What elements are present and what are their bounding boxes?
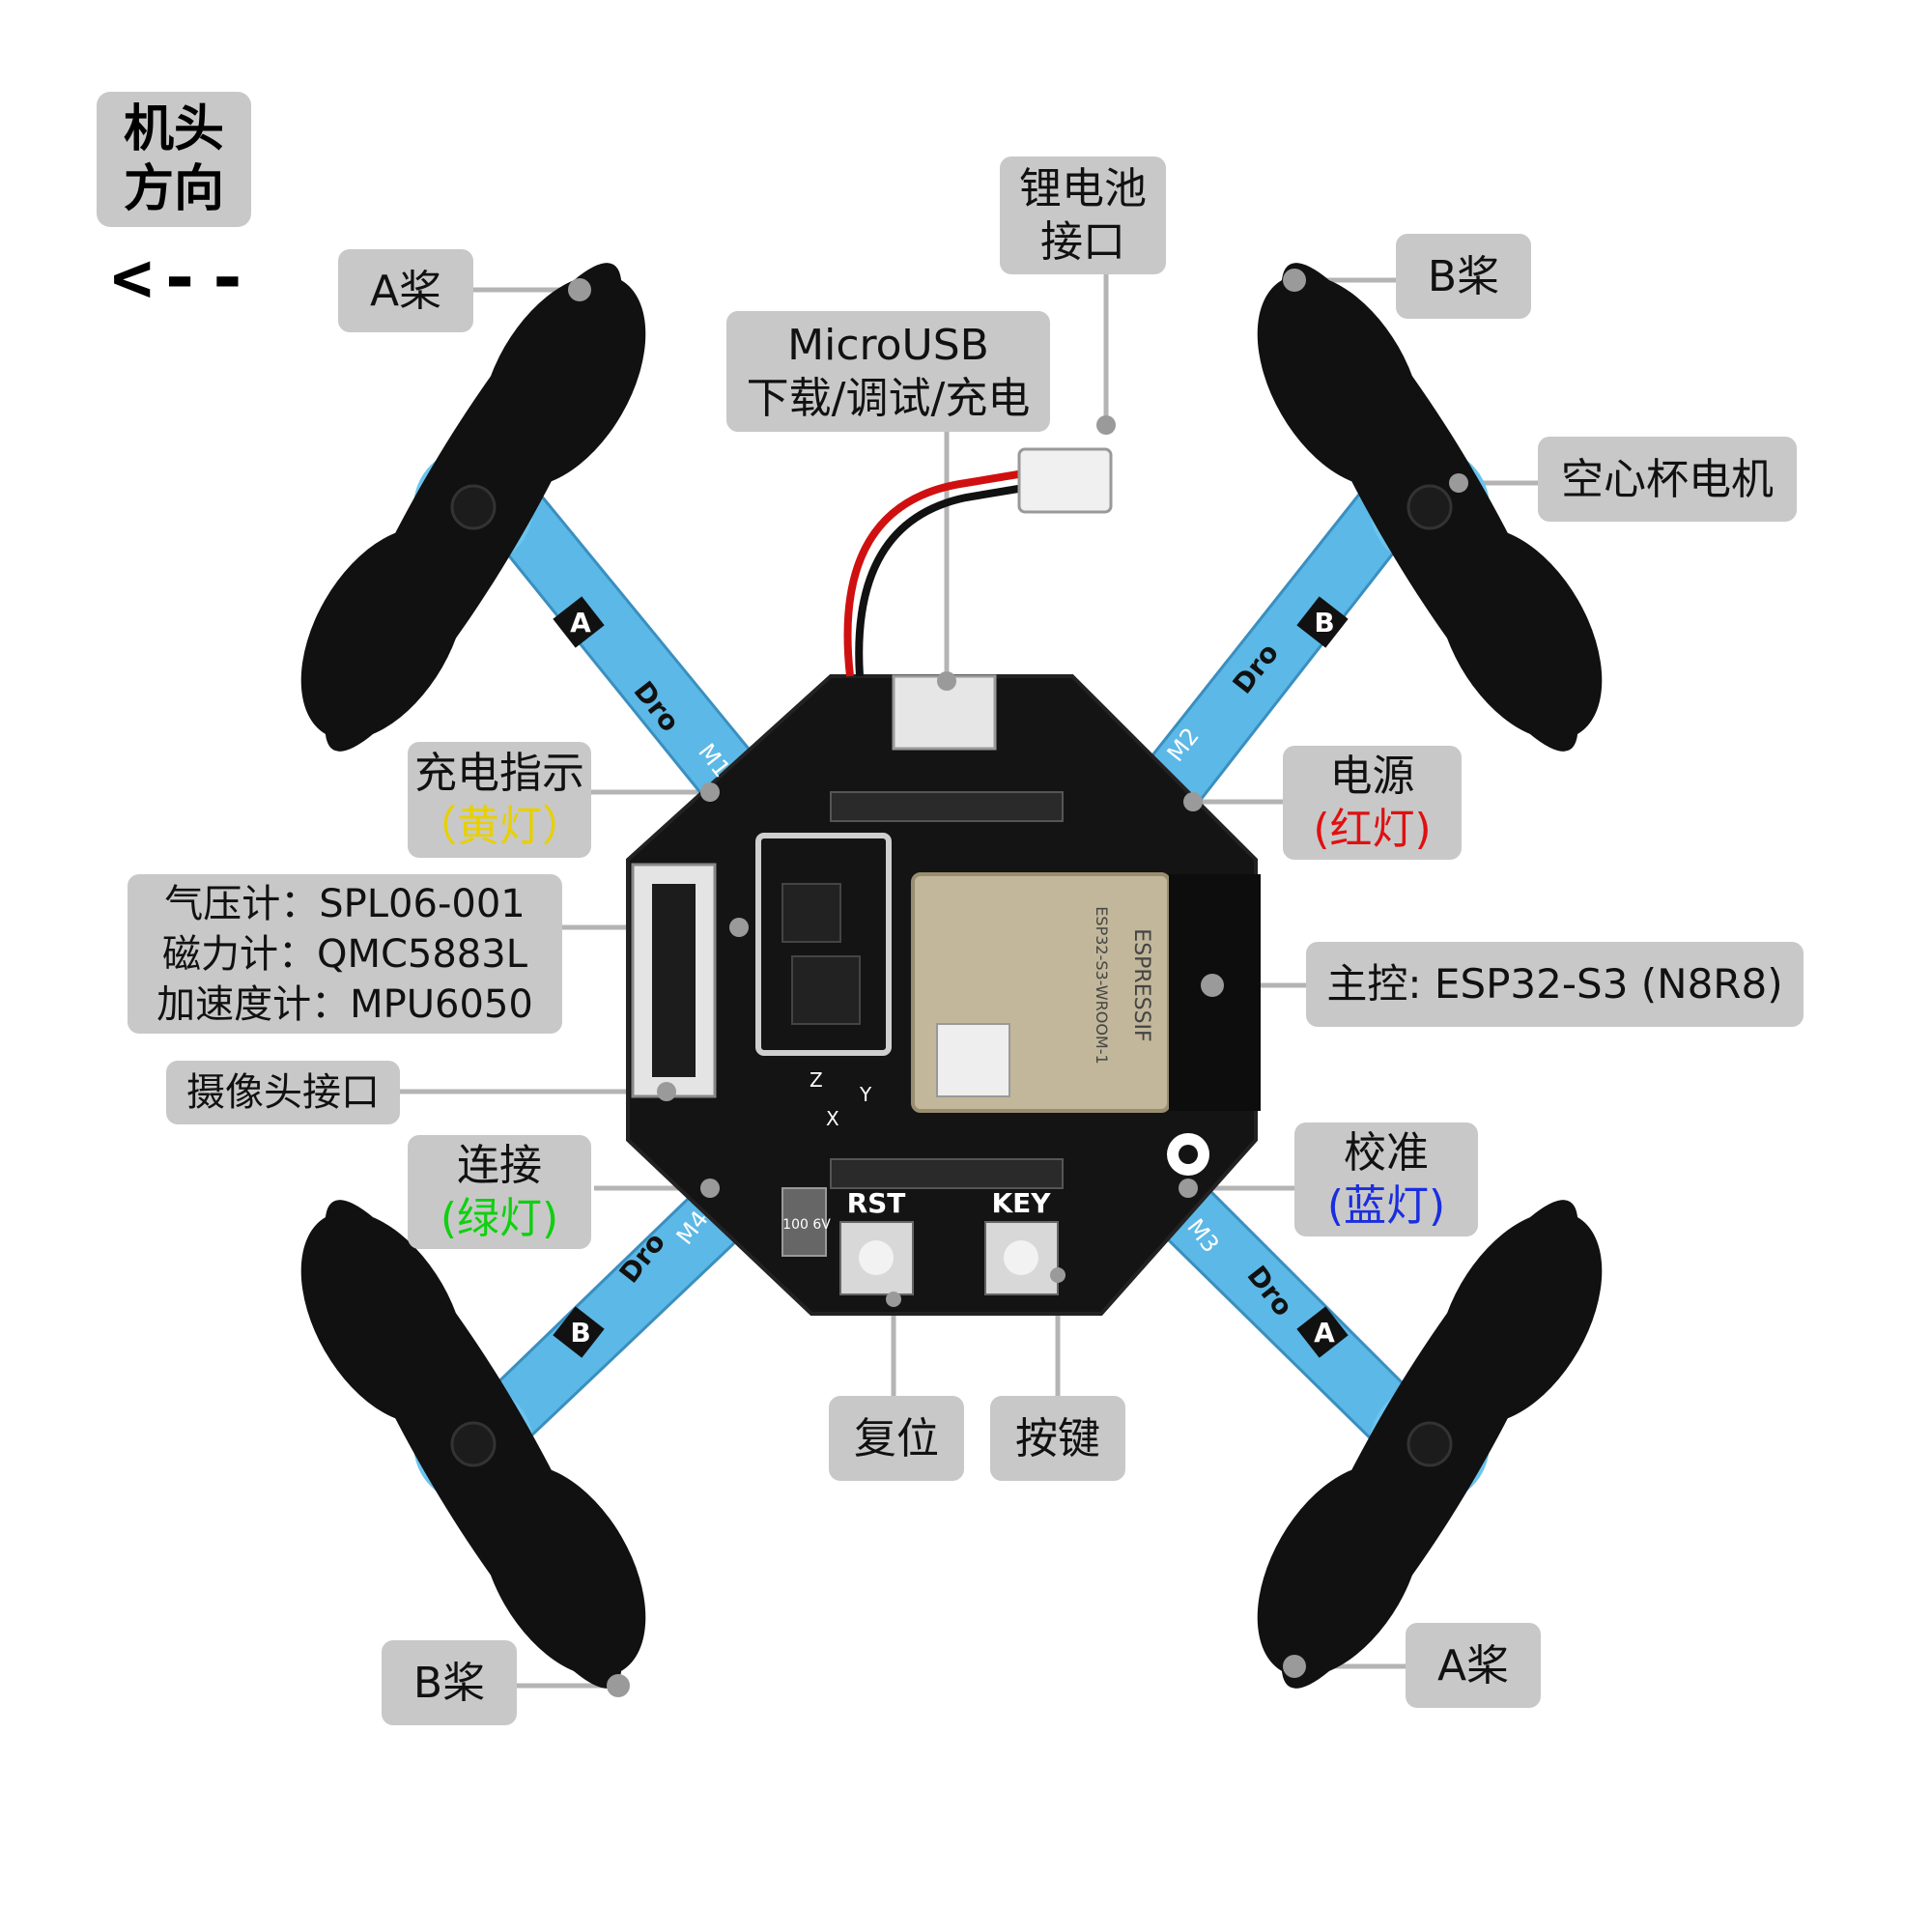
leader-dots bbox=[568, 269, 1468, 1697]
key-silkscreen: KEY bbox=[991, 1187, 1051, 1219]
label-reset: 复位 bbox=[829, 1396, 964, 1481]
sensor-area bbox=[755, 833, 892, 1056]
rst-silkscreen: RST bbox=[847, 1187, 906, 1219]
capacitor bbox=[781, 1187, 827, 1257]
axis-z-silkscreen: Z bbox=[810, 1068, 823, 1092]
label-prop-top-right: B桨 bbox=[1396, 234, 1531, 319]
label-calib-led: 校准 (蓝灯) bbox=[1294, 1122, 1478, 1236]
gear-icon bbox=[1167, 1133, 1209, 1176]
label-prop-bottom-right: A桨 bbox=[1406, 1623, 1541, 1708]
heading-line2: 方向 bbox=[123, 160, 224, 218]
label-connect-led: 连接 (绿灯) bbox=[408, 1135, 591, 1249]
propellers bbox=[300, 263, 1603, 1689]
label-key: 按键 bbox=[990, 1396, 1125, 1481]
sticker-a-bottom-right: A bbox=[1314, 1317, 1335, 1349]
axis-x-silkscreen: X bbox=[826, 1107, 839, 1130]
label-charge-led: 充电指示 （黄灯） bbox=[408, 742, 591, 858]
sticker-a-top-left: A bbox=[570, 607, 591, 639]
board-details: ESPRESSIF ESP32-S3-WROOM-1 RST KEY 100 6… bbox=[631, 447, 1261, 1295]
module-brand: ESPRESSIF bbox=[1129, 928, 1153, 1041]
sticker-b-bottom-left: B bbox=[570, 1317, 590, 1349]
label-camera-port: 摄像头接口 bbox=[166, 1061, 400, 1124]
label-power-led: 电源 (红灯) bbox=[1283, 746, 1462, 860]
heading-line1: 机头 bbox=[123, 99, 224, 158]
cap-silkscreen: 100 6V bbox=[782, 1217, 831, 1233]
battery-connector bbox=[1017, 447, 1113, 514]
sticker-b-top-right: B bbox=[1314, 607, 1334, 639]
direction-arrow: <-- bbox=[111, 237, 255, 318]
label-prop-top-left: A桨 bbox=[338, 249, 473, 332]
module-name: ESP32-S3-WROOM-1 bbox=[1093, 906, 1111, 1064]
label-battery-port: 锂电池 接口 bbox=[1000, 156, 1166, 274]
label-sensors: 气压计：SPL06-001 磁力计：QMC5883L 加速度计：MPU6050 bbox=[128, 874, 562, 1034]
label-mcu: 主控: ESP32-S3 (N8R8) bbox=[1306, 942, 1804, 1027]
axis-y-silkscreen: Y bbox=[859, 1083, 872, 1106]
heading-direction: 机头 方向 bbox=[97, 92, 251, 227]
label-microusb: MicroUSB 下载/调试/充电 bbox=[726, 311, 1050, 432]
label-motor: 空心杯电机 bbox=[1538, 437, 1797, 522]
label-prop-bottom-left: B桨 bbox=[382, 1640, 517, 1725]
